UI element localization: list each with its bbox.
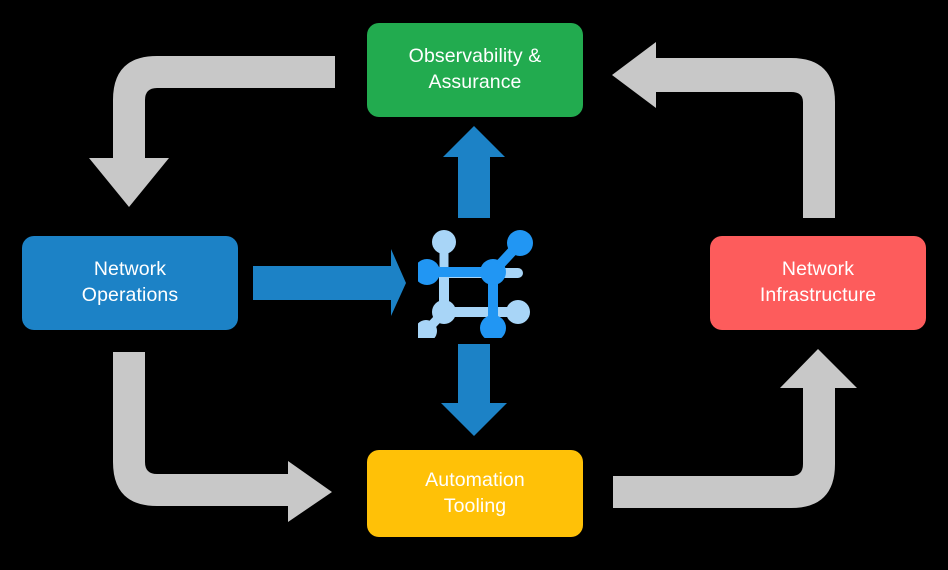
topology-light-nodes: [418, 230, 530, 338]
network-topology-icon: [418, 230, 533, 338]
connector-core-to-automation-arrow: [441, 344, 507, 436]
connector-automation-to-infrastructure-arrow: [613, 349, 857, 508]
connector-operations-to-core-arrow: [253, 249, 406, 316]
node-box-automation-tooling[interactable]: Automation Tooling: [367, 450, 583, 537]
connector-core-to-observability-arrow: [443, 126, 505, 218]
connector-observability-to-operations-arrow: [89, 56, 335, 207]
connector-infrastructure-to-observability-arrow: [612, 42, 835, 218]
topology-bright-nodes: [418, 230, 533, 338]
node-box-network-operations[interactable]: Network Operations: [22, 236, 238, 330]
connector-operations-to-automation-arrow: [113, 352, 332, 522]
node-box-observability[interactable]: Observability & Assurance: [367, 23, 583, 117]
node-box-network-infrastructure[interactable]: Network Infrastructure: [710, 236, 926, 330]
